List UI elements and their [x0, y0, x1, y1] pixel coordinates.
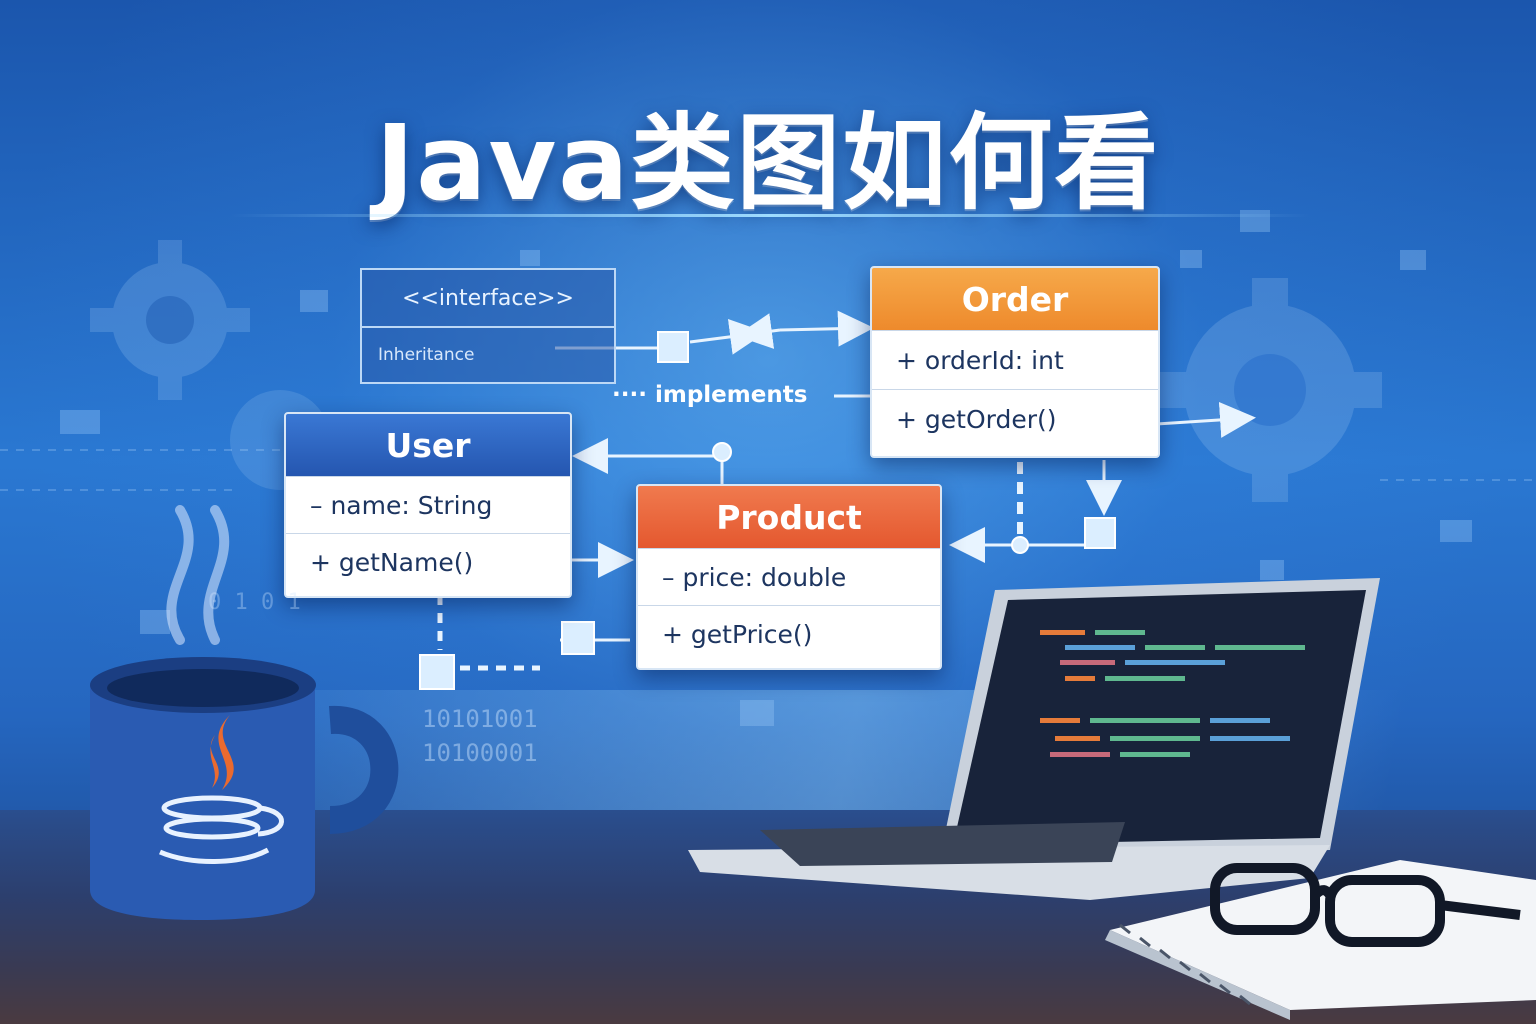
- notebook-icon: [1105, 860, 1536, 1020]
- class-box-user[interactable]: User – name: String + getName(): [284, 412, 572, 598]
- class-name-order: Order: [872, 268, 1158, 330]
- dotted-line-icon: ····: [612, 382, 655, 408]
- implements-label: ···· implements: [612, 382, 807, 408]
- steam-icon: [166, 505, 230, 645]
- binary-line: 10100001: [422, 739, 538, 767]
- class-method-product: + getPrice(): [638, 605, 940, 662]
- class-attribute-order: + orderId: int: [872, 330, 1158, 389]
- binary-line: 10101001: [422, 705, 538, 733]
- binary-decor-side: 0 1 0 1: [208, 590, 301, 615]
- glasses-icon: [1210, 863, 1521, 947]
- class-attribute-user: – name: String: [286, 476, 570, 533]
- interface-label: Inheritance: [378, 345, 475, 365]
- class-method-user: + getName(): [286, 533, 570, 590]
- class-name-product: Product: [638, 486, 940, 548]
- interface-box: <<interface>> Inheritance: [360, 268, 616, 384]
- class-attribute-product: – price: double: [638, 548, 940, 605]
- binary-decor: 10101001 10100001: [422, 702, 538, 770]
- title-underline: [230, 214, 1310, 217]
- class-box-product[interactable]: Product – price: double + getPrice(): [636, 484, 942, 670]
- class-name-user: User: [286, 414, 570, 476]
- class-method-order: + getOrder(): [872, 389, 1158, 448]
- code-lines: [1040, 630, 1305, 757]
- coffee-mug-icon: [90, 657, 399, 920]
- java-logo-icon: [159, 715, 284, 864]
- interface-stereotype: <<interface>>: [362, 270, 614, 328]
- implements-text: implements: [654, 382, 808, 408]
- class-box-order[interactable]: Order + orderId: int + getOrder(): [870, 266, 1160, 458]
- page-title: Java类图如何看: [375, 102, 1161, 224]
